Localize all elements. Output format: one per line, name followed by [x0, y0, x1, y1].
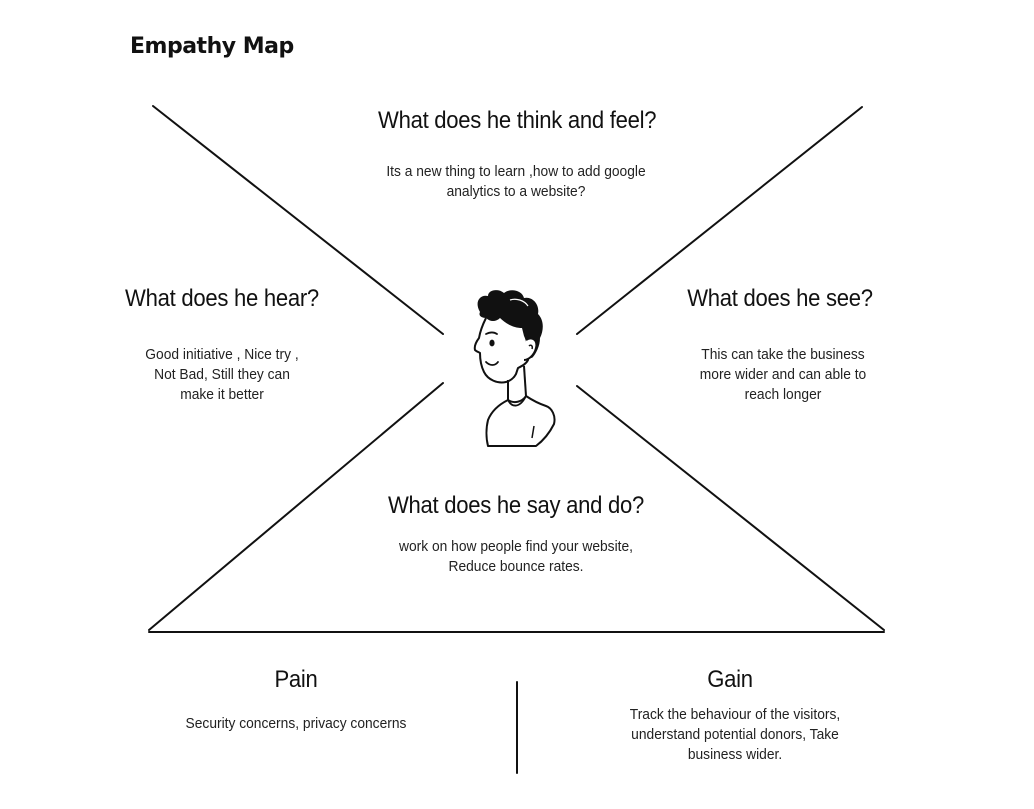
- diagonal-bottom-right: [576, 385, 885, 631]
- pain-text: Security concerns, privacy concerns: [185, 715, 407, 732]
- diagonal-bottom-left: [148, 382, 444, 631]
- diagonal-top-left: [152, 105, 444, 335]
- hear-heading: What does he hear?: [125, 285, 319, 312]
- see-heading: What does he see?: [687, 285, 873, 312]
- think-feel-heading: What does he think and feel?: [378, 107, 657, 134]
- gain-heading: Gain: [707, 666, 753, 693]
- page-title: Empathy Map: [130, 34, 294, 59]
- person-avatar-icon: [473, 290, 556, 447]
- gain-text: Track the behaviour of the visitors, und…: [629, 706, 841, 763]
- say-do-text: work on how people find your website, Re…: [399, 538, 633, 575]
- think-feel-text: Its a new thing to learn ,how to add goo…: [386, 163, 646, 200]
- diagonal-top-right: [576, 106, 863, 335]
- see-text: This can take the business more wider an…: [699, 346, 867, 403]
- say-do-heading: What does he say and do?: [387, 492, 645, 519]
- pain-heading: Pain: [274, 666, 318, 693]
- hear-text: Good initiative , Nice try , Not Bad, St…: [145, 346, 299, 403]
